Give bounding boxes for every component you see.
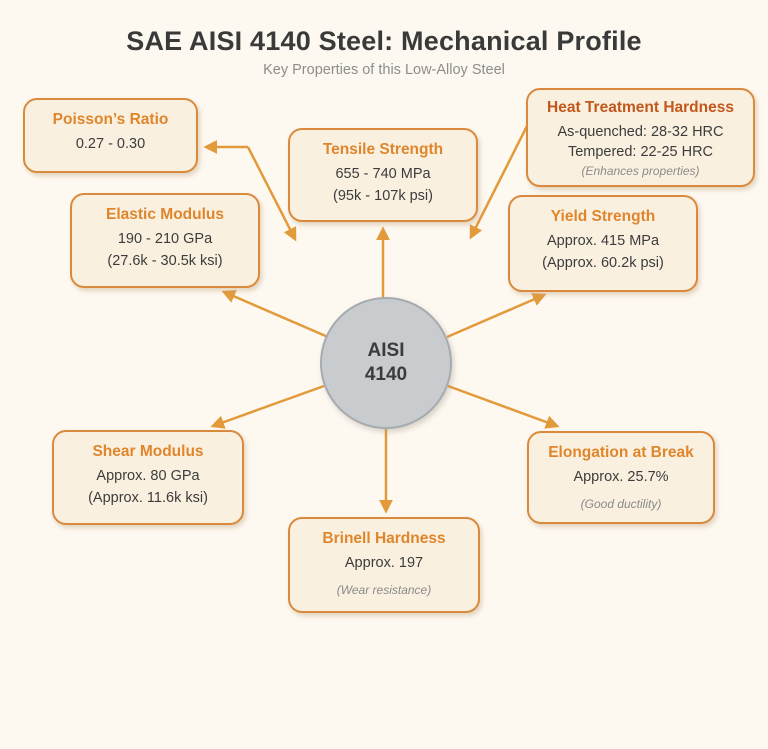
arrow-hub-to-yield xyxy=(446,293,547,339)
hub-label-line1: AISI xyxy=(367,340,405,362)
arrow-hub-to-elastic xyxy=(221,290,329,339)
node-title: Heat Treatment Hardness xyxy=(547,99,734,116)
node-title: Elongation at Break xyxy=(548,444,694,461)
node-value: Approx. 415 MPa xyxy=(546,233,660,249)
node-value: Approx. 25.7% xyxy=(573,469,669,485)
node-value: (Approx. 11.6k ksi) xyxy=(88,490,208,506)
node-value: 0.27 - 0.30 xyxy=(75,136,146,152)
node-value: As-quenched: 28-32 HRC xyxy=(557,124,724,140)
page-subtitle: Key Properties of this Low-Alloy Steel xyxy=(263,62,505,78)
node-value: Approx. 197 xyxy=(344,555,424,571)
hub-label-line2: 4140 xyxy=(364,364,408,385)
node-note: (Good ductility) xyxy=(580,497,662,511)
node-value: Tempered: 22-25 HRC xyxy=(567,144,714,160)
node-title: Poisson’s Ratio xyxy=(52,111,169,128)
node-title: Elastic Modulus xyxy=(106,206,224,223)
node-yield-strength: Yield Strength Approx. 415 MPa (Approx. … xyxy=(508,195,698,292)
node-title: Yield Strength xyxy=(550,208,656,225)
node-shear-modulus: Shear Modulus Approx. 80 GPa (Approx. 11… xyxy=(52,430,244,525)
arrow-hub-to-elongation xyxy=(447,384,560,429)
node-value: (95k - 107k psi) xyxy=(333,188,433,204)
node-note: (Enhances properties) xyxy=(581,164,700,178)
node-value: Approx. 80 GPa xyxy=(96,468,200,484)
node-value: 655 - 740 MPa xyxy=(335,166,431,182)
node-heat-treatment-hardness: Heat Treatment Hardness As-quenched: 28-… xyxy=(526,88,755,187)
node-brinell-hardness: Brinell Hardness Approx. 197 (Wear resis… xyxy=(288,517,480,613)
node-note: (Wear resistance) xyxy=(336,583,432,597)
node-title: Tensile Strength xyxy=(322,141,444,158)
node-elongation-at-break: Elongation at Break Approx. 25.7% (Good … xyxy=(527,431,715,524)
node-poissons-ratio: Poisson’s Ratio 0.27 - 0.30 xyxy=(23,98,198,173)
node-elastic-modulus: Elastic Modulus 190 - 210 GPa (27.6k - 3… xyxy=(70,193,260,288)
node-value: (27.6k - 30.5k ksi) xyxy=(107,253,223,269)
node-value: 190 - 210 GPa xyxy=(117,231,213,247)
node-title: Brinell Hardness xyxy=(322,530,446,547)
central-hub-aisi-4140: AISI 4140 xyxy=(320,297,452,429)
node-tensile-strength: Tensile Strength 655 - 740 MPa (95k - 10… xyxy=(288,128,478,222)
arrow-hub-to-shear xyxy=(210,384,325,429)
page-title: SAE AISI 4140 Steel: Mechanical Profile xyxy=(126,26,642,56)
node-title: Shear Modulus xyxy=(92,443,204,460)
node-value: (Approx. 60.2k psi) xyxy=(542,255,664,271)
